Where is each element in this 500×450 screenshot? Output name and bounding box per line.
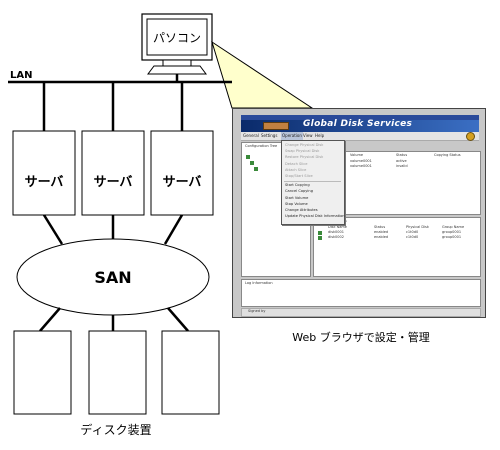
disk-icon bbox=[318, 231, 322, 235]
table-cell: enabled bbox=[374, 235, 389, 239]
dropdown-item[interactable]: Start Copying bbox=[285, 183, 310, 188]
dropdown-item[interactable]: Stop/Start Slice bbox=[285, 174, 313, 178]
callout-wedge bbox=[211, 40, 314, 109]
dropdown-item[interactable]: Start Volume bbox=[285, 195, 309, 200]
col-header: Disk Name bbox=[328, 225, 347, 229]
log-panel: Log Information bbox=[241, 279, 481, 307]
pc-monitor: パソコン bbox=[141, 13, 213, 75]
dropdown-item[interactable]: Swap Physical Disk bbox=[285, 149, 320, 154]
table-cell: group0001 bbox=[442, 230, 462, 234]
config-tree-title: Configuration Tree bbox=[245, 144, 278, 148]
table-cell: invalid bbox=[396, 164, 408, 168]
menu-help[interactable]: Help bbox=[315, 133, 325, 138]
menu-settings[interactable]: Settings bbox=[261, 133, 278, 138]
screenshot-header: Global Disk Services bbox=[241, 119, 479, 132]
disk-3 bbox=[161, 330, 220, 415]
disk-1 bbox=[13, 330, 72, 415]
menu-view[interactable]: View bbox=[303, 133, 313, 138]
pc-label: パソコン bbox=[153, 31, 201, 45]
screenshot-titlebar bbox=[241, 115, 479, 120]
tree-node-icon bbox=[254, 167, 258, 171]
status-bar: Signed by bbox=[241, 308, 481, 317]
server-3: サーバ bbox=[150, 130, 214, 216]
menu-general[interactable]: General bbox=[243, 133, 259, 138]
lan-label: LAN bbox=[10, 70, 32, 81]
san-label: SAN bbox=[94, 268, 131, 287]
server-1-label: サーバ bbox=[25, 175, 64, 190]
table-cell: volume0001 bbox=[350, 159, 372, 163]
table-cell: disk0002 bbox=[328, 235, 344, 239]
server-2-label: サーバ bbox=[94, 175, 133, 190]
table-cell: enabled bbox=[374, 230, 389, 234]
col-header: Group Name bbox=[442, 225, 465, 229]
disk-caption: ディスク装置 bbox=[80, 422, 151, 437]
col-header: Volume bbox=[350, 153, 364, 157]
dropdown-item[interactable]: Update Physical Disk Information bbox=[285, 214, 345, 219]
slice-panel: Slice Information Disk Name Status Physi… bbox=[313, 217, 481, 277]
col-header: Physical Disk bbox=[406, 225, 429, 229]
log-title: Log Information bbox=[245, 281, 273, 285]
dropdown-item[interactable]: Change Physical Disk bbox=[285, 143, 324, 147]
col-header: Status bbox=[396, 153, 408, 157]
status-text: Signed by bbox=[248, 309, 266, 313]
table-cell: volume0001 bbox=[350, 164, 372, 168]
server-2: サーバ bbox=[81, 130, 145, 216]
dropdown-item[interactable]: Detach Slice bbox=[285, 161, 308, 166]
browser-screenshot: Global Disk Services General Settings Op… bbox=[232, 108, 486, 318]
tree-node-icon bbox=[250, 161, 254, 165]
san-cloud: SAN bbox=[16, 238, 210, 316]
server-1: サーバ bbox=[12, 130, 76, 216]
menu-operation[interactable]: Operation bbox=[281, 132, 303, 140]
server-3-label: サーバ bbox=[163, 175, 202, 190]
disk-icon bbox=[318, 236, 322, 240]
tree-node-icon bbox=[246, 155, 250, 159]
web-caption: Web ブラウザで設定・管理 bbox=[292, 330, 429, 344]
help-icon[interactable] bbox=[466, 132, 475, 141]
table-cell: c1t0d0 bbox=[406, 235, 419, 239]
disk-2 bbox=[88, 330, 147, 415]
dropdown-item[interactable]: Attach Slice bbox=[285, 167, 307, 172]
screenshot-brand: Global Disk Services bbox=[303, 119, 413, 129]
table-cell: active bbox=[396, 159, 407, 163]
table-cell: group0001 bbox=[442, 235, 462, 239]
dropdown-item[interactable]: Stop Volume bbox=[285, 201, 308, 206]
dropdown-item[interactable]: Restore Physical Disk bbox=[285, 155, 324, 160]
dropdown-item[interactable]: Cancel Copying bbox=[285, 189, 313, 194]
dropdown-item[interactable]: Change Attributes bbox=[285, 208, 318, 212]
col-header: Copying Status bbox=[434, 153, 461, 157]
table-cell: c1t0d0 bbox=[406, 230, 419, 234]
logo-icon bbox=[263, 122, 289, 130]
col-header: Status bbox=[374, 225, 386, 229]
screenshot-menubar: General Settings Operation View Help bbox=[241, 132, 479, 141]
dropdown-separator bbox=[284, 181, 341, 183]
table-cell: disk0001 bbox=[328, 230, 344, 234]
